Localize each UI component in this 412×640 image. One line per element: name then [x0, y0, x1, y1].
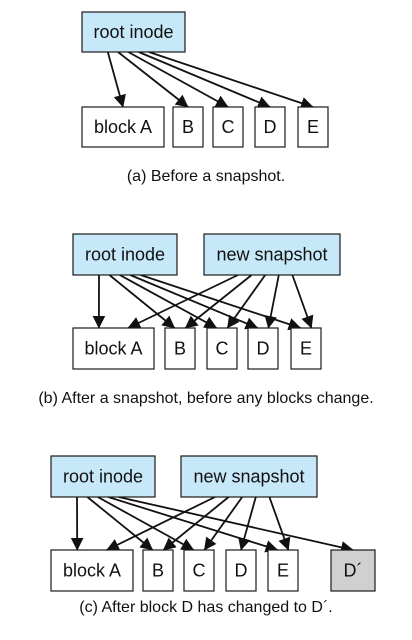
node-box-b-C	[206, 327, 238, 370]
node-label-b-root: root inode	[85, 245, 165, 265]
edge-a-root-to-E	[148, 51, 314, 110]
node-box-a-root	[81, 11, 186, 53]
node-a-A: block A	[81, 106, 165, 148]
node-c-C: C	[183, 549, 215, 592]
node-label-b-D: D	[257, 339, 270, 359]
caption-c: (c) After block D has changed to D´.	[79, 599, 332, 616]
edge-c-snap-to-B	[162, 496, 230, 551]
edges-layer	[70, 51, 354, 554]
caption-b: (b) After a snapshot, before any blocks …	[38, 390, 373, 407]
node-box-a-A	[81, 106, 165, 148]
node-a-B: B	[172, 106, 204, 148]
node-c-A: block A	[50, 549, 134, 592]
edge-c-snap-to-D	[238, 496, 257, 551]
node-a-root: root inode	[81, 11, 186, 53]
node-box-a-B	[172, 106, 204, 148]
node-b-snap: new snapshot	[203, 233, 341, 276]
edge-b-snap-to-A	[127, 274, 239, 329]
edge-b-snap-to-C	[226, 274, 266, 329]
node-b-E: E	[290, 327, 322, 370]
node-box-c-D	[225, 549, 257, 592]
edge-b-snap-to-B	[184, 274, 253, 329]
node-label-b-snap: new snapshot	[216, 245, 327, 265]
edge-c-snap-to-A	[106, 496, 216, 551]
node-label-b-E: E	[300, 339, 312, 359]
node-label-a-D: D	[264, 117, 277, 137]
node-box-a-E	[297, 106, 329, 148]
edge-c-root-to-B	[86, 496, 154, 551]
node-box-c-snap	[180, 455, 318, 498]
edge-a-root-to-D	[138, 51, 271, 109]
node-c-E: E	[267, 549, 299, 592]
node-b-root: root inode	[72, 233, 178, 276]
node-box-b-root	[72, 233, 178, 276]
node-label-b-C: C	[216, 339, 229, 359]
edge-b-root-to-C	[119, 274, 218, 329]
node-label-b-A: block A	[84, 339, 142, 359]
node-box-c-A	[50, 549, 134, 592]
node-label-a-root: root inode	[93, 22, 173, 42]
node-label-c-A: block A	[63, 561, 121, 581]
node-label-b-B: B	[174, 339, 186, 359]
edge-b-snap-to-D	[264, 274, 280, 329]
node-box-b-D	[247, 327, 279, 370]
caption-a: (a) Before a snapshot.	[127, 168, 285, 185]
node-box-b-A	[72, 327, 155, 370]
node-b-B: B	[164, 327, 196, 370]
node-label-a-B: B	[182, 117, 194, 137]
node-label-c-E: E	[277, 561, 289, 581]
edge-c-root-to-Dp	[118, 496, 354, 554]
node-label-c-C: C	[193, 561, 206, 581]
node-box-c-E	[267, 549, 299, 592]
node-c-D: D	[225, 549, 257, 592]
node-box-a-C	[212, 106, 244, 148]
node-label-a-E: E	[307, 117, 319, 137]
node-b-A: block A	[72, 327, 155, 370]
node-box-a-D	[254, 106, 286, 148]
node-label-c-B: B	[152, 561, 164, 581]
edge-c-snap-to-E	[268, 496, 291, 551]
node-c-Dp: D´	[330, 549, 376, 592]
node-a-D: D	[254, 106, 286, 148]
node-c-root: root inode	[50, 455, 156, 498]
node-label-c-D: D	[235, 561, 248, 581]
edge-c-snap-to-C	[203, 496, 243, 551]
node-a-E: E	[297, 106, 329, 148]
node-label-c-Dp: D´	[344, 561, 363, 581]
node-label-a-C: C	[222, 117, 235, 137]
node-c-snap: new snapshot	[180, 455, 318, 498]
node-box-c-Dp	[330, 549, 376, 592]
node-box-c-C	[183, 549, 215, 592]
edge-b-root-to-B	[108, 274, 176, 329]
edge-a-root-to-A	[106, 51, 126, 108]
edge-a-root-to-B	[117, 51, 189, 108]
node-a-C: C	[212, 106, 244, 148]
node-box-b-snap	[203, 233, 341, 276]
edge-a-root-to-C	[127, 51, 229, 108]
node-box-c-B	[142, 549, 174, 592]
edge-b-snap-to-E	[291, 274, 314, 329]
node-box-c-root	[50, 455, 156, 498]
node-b-C: C	[206, 327, 238, 370]
node-label-c-root: root inode	[63, 467, 143, 487]
node-b-D: D	[247, 327, 279, 370]
edge-c-root-to-C	[97, 496, 195, 551]
edge-c-root-to-E	[107, 496, 279, 553]
node-label-c-snap: new snapshot	[193, 467, 304, 487]
node-box-b-E	[290, 327, 322, 370]
node-label-a-A: block A	[94, 117, 152, 137]
node-box-b-B	[164, 327, 196, 370]
node-c-B: B	[142, 549, 174, 592]
captions-layer: (a) Before a snapshot. (b) After a snapsh…	[38, 168, 373, 616]
